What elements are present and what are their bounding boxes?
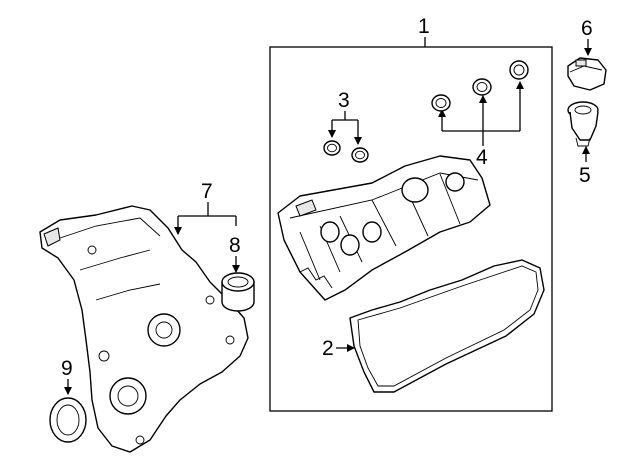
callout-1-label: 1 (418, 15, 430, 38)
callout-1[interactable]: 1 (418, 15, 430, 47)
callout-4[interactable]: 4 (438, 81, 524, 169)
timing-cover-seal (49, 397, 87, 443)
callout-3[interactable]: 3 (328, 89, 362, 145)
callout-5-label: 5 (579, 164, 591, 187)
front-crank-seal (221, 272, 255, 312)
callout-3-label: 3 (338, 89, 350, 112)
callout-9-label: 9 (61, 357, 73, 380)
o-ring-small-1 (323, 140, 341, 156)
pcv-breather (567, 101, 599, 147)
o-ring-small-2 (351, 147, 369, 163)
seal-1 (431, 94, 451, 112)
callout-5[interactable]: 5 (579, 146, 591, 187)
timing-cover (39, 205, 249, 453)
seal-2 (472, 78, 492, 96)
callout-4-label: 4 (476, 146, 488, 169)
callout-2[interactable]: 2 (322, 337, 355, 360)
callout-2-label: 2 (322, 337, 334, 360)
callout-9[interactable]: 9 (61, 357, 73, 395)
callout-8[interactable]: 8 (229, 234, 241, 273)
valve-cover (277, 155, 491, 301)
valve-cover-gasket (349, 259, 545, 393)
valve-cover-group-box (269, 46, 553, 412)
callout-7[interactable]: 7 (174, 180, 237, 235)
callout-8-label: 8 (229, 234, 241, 257)
callout-7-label: 7 (201, 180, 213, 203)
callout-6-label: 6 (581, 17, 593, 40)
oil-filler-cap (567, 57, 607, 91)
seal-3 (509, 60, 529, 80)
callout-6[interactable]: 6 (581, 17, 593, 56)
